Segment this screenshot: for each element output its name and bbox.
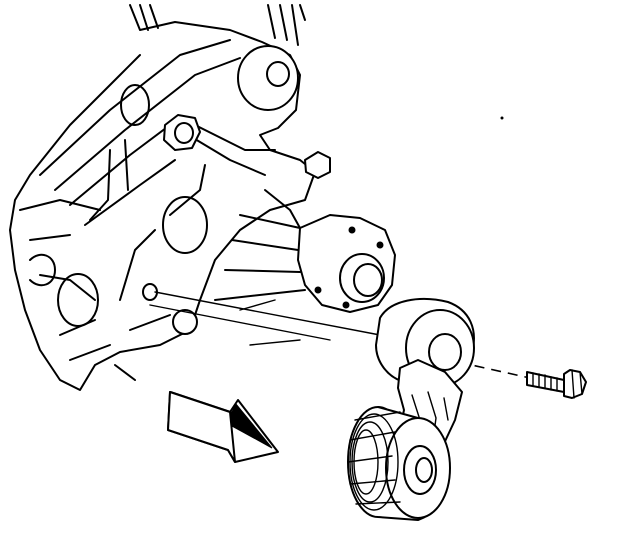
stray-mark	[500, 116, 504, 120]
mounting-bosses	[142, 45, 331, 335]
engine-bracket	[9, 4, 316, 391]
tensioner-pulley	[347, 406, 451, 521]
water-pump-flange	[214, 189, 396, 313]
direction-arrow	[167, 391, 279, 463]
tensioner-bolt	[526, 369, 587, 399]
installation-guide-lines	[149, 291, 531, 379]
